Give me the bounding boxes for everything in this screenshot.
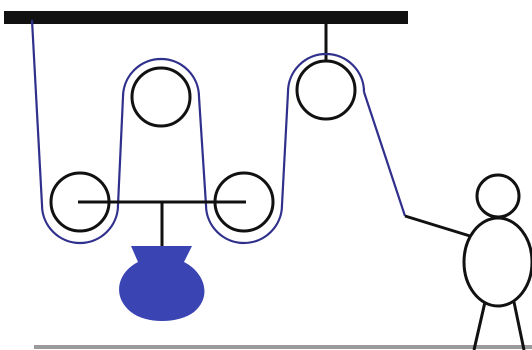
rope [30,19,407,245]
person-head [475,173,521,219]
person-arm [404,214,471,238]
person-leg-right [512,301,526,350]
person-leg-left [472,301,487,350]
load-sack [119,246,205,321]
person-body [462,216,532,308]
person [404,173,532,350]
pulley-top-left [130,66,192,128]
pulley-top-right [295,59,357,121]
ceiling-beam [4,11,408,24]
